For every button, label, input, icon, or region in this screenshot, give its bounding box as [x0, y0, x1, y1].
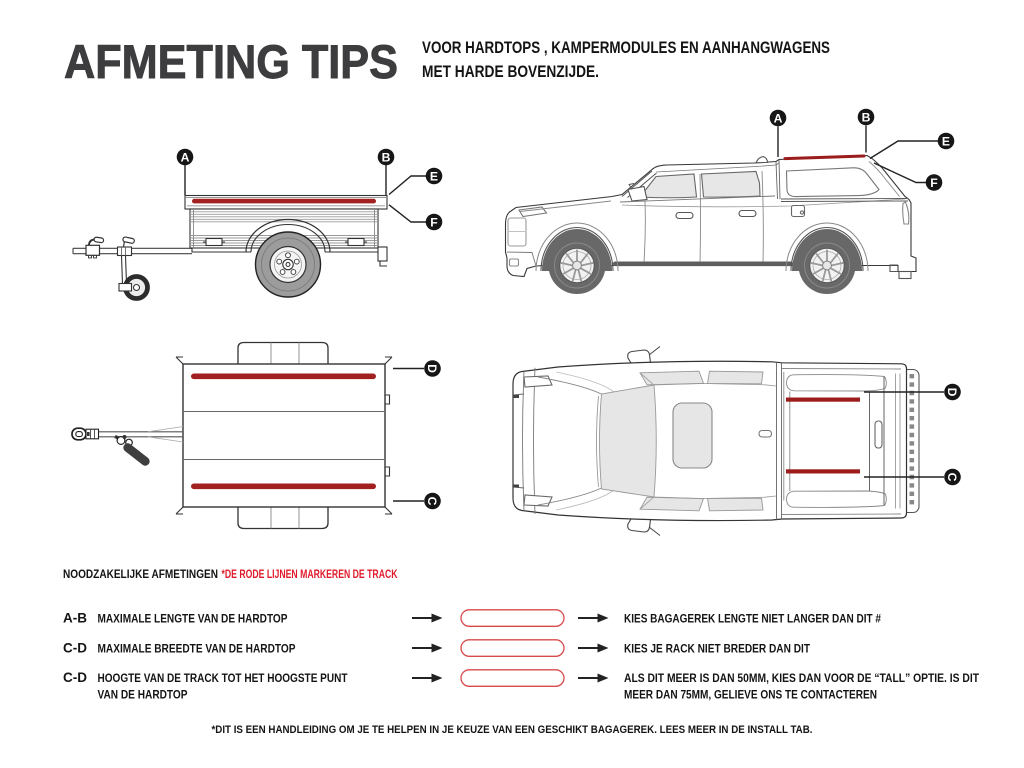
svg-text:D: D — [425, 364, 439, 373]
svg-text:C-D: C-D — [63, 670, 87, 685]
svg-text:MEER DAN 75MM, GELIEVE ONS TE: MEER DAN 75MM, GELIEVE ONS TE CONTACTERE… — [624, 688, 877, 702]
svg-text:C-D: C-D — [63, 641, 87, 656]
svg-text:AFMETING TIPS: AFMETING TIPS — [64, 35, 398, 88]
svg-text:F: F — [430, 215, 437, 229]
svg-text:MAXIMALE BREEDTE VAN DE HARDTO: MAXIMALE BREEDTE VAN DE HARDTOP — [98, 642, 296, 656]
svg-text:D: D — [945, 388, 959, 397]
svg-text:E: E — [430, 169, 438, 183]
svg-text:KIES JE RACK NIET BREDER DAN D: KIES JE RACK NIET BREDER DAN DIT — [624, 642, 811, 656]
svg-text:A: A — [774, 111, 783, 125]
svg-text:B: B — [382, 150, 391, 164]
svg-text:A: A — [181, 150, 190, 164]
svg-text:ALS DIT MEER IS DAN 50MM, KIES: ALS DIT MEER IS DAN 50MM, KIES DAN VOOR … — [624, 671, 980, 685]
svg-text:HOOGTE VAN DE TRACK TOT HET HO: HOOGTE VAN DE TRACK TOT HET HOOGSTE PUNT — [98, 671, 349, 685]
svg-text:B: B — [862, 110, 871, 124]
svg-text:F: F — [930, 176, 937, 190]
svg-text:E: E — [942, 134, 950, 148]
svg-text:*DE RODE LIJNEN MARKEREN DE TR: *DE RODE LIJNEN MARKEREN DE TRACK — [222, 567, 398, 581]
svg-text:C: C — [945, 473, 959, 482]
svg-text:MET HARDE BOVENZIJDE.: MET HARDE BOVENZIJDE. — [422, 63, 599, 81]
svg-text:NOODZAKELIJKE AFMETINGEN: NOODZAKELIJKE AFMETINGEN — [63, 567, 218, 581]
svg-text:MAXIMALE LENGTE VAN DE HARDTOP: MAXIMALE LENGTE VAN DE HARDTOP — [98, 612, 288, 626]
svg-text:A-B: A-B — [63, 611, 87, 626]
svg-text:VAN DE HARDTOP: VAN DE HARDTOP — [98, 688, 188, 702]
svg-text:C: C — [425, 497, 439, 506]
svg-text:VOOR HARDTOPS , KAMPERMODULES: VOOR HARDTOPS , KAMPERMODULES EN AANHANG… — [422, 39, 830, 57]
svg-text:*DIT IS EEN HANDLEIDING OM JE: *DIT IS EEN HANDLEIDING OM JE TE HELPEN … — [212, 724, 813, 736]
svg-text:KIES BAGAGEREK LENGTE NIET LAN: KIES BAGAGEREK LENGTE NIET LANGER DAN DI… — [624, 612, 881, 626]
